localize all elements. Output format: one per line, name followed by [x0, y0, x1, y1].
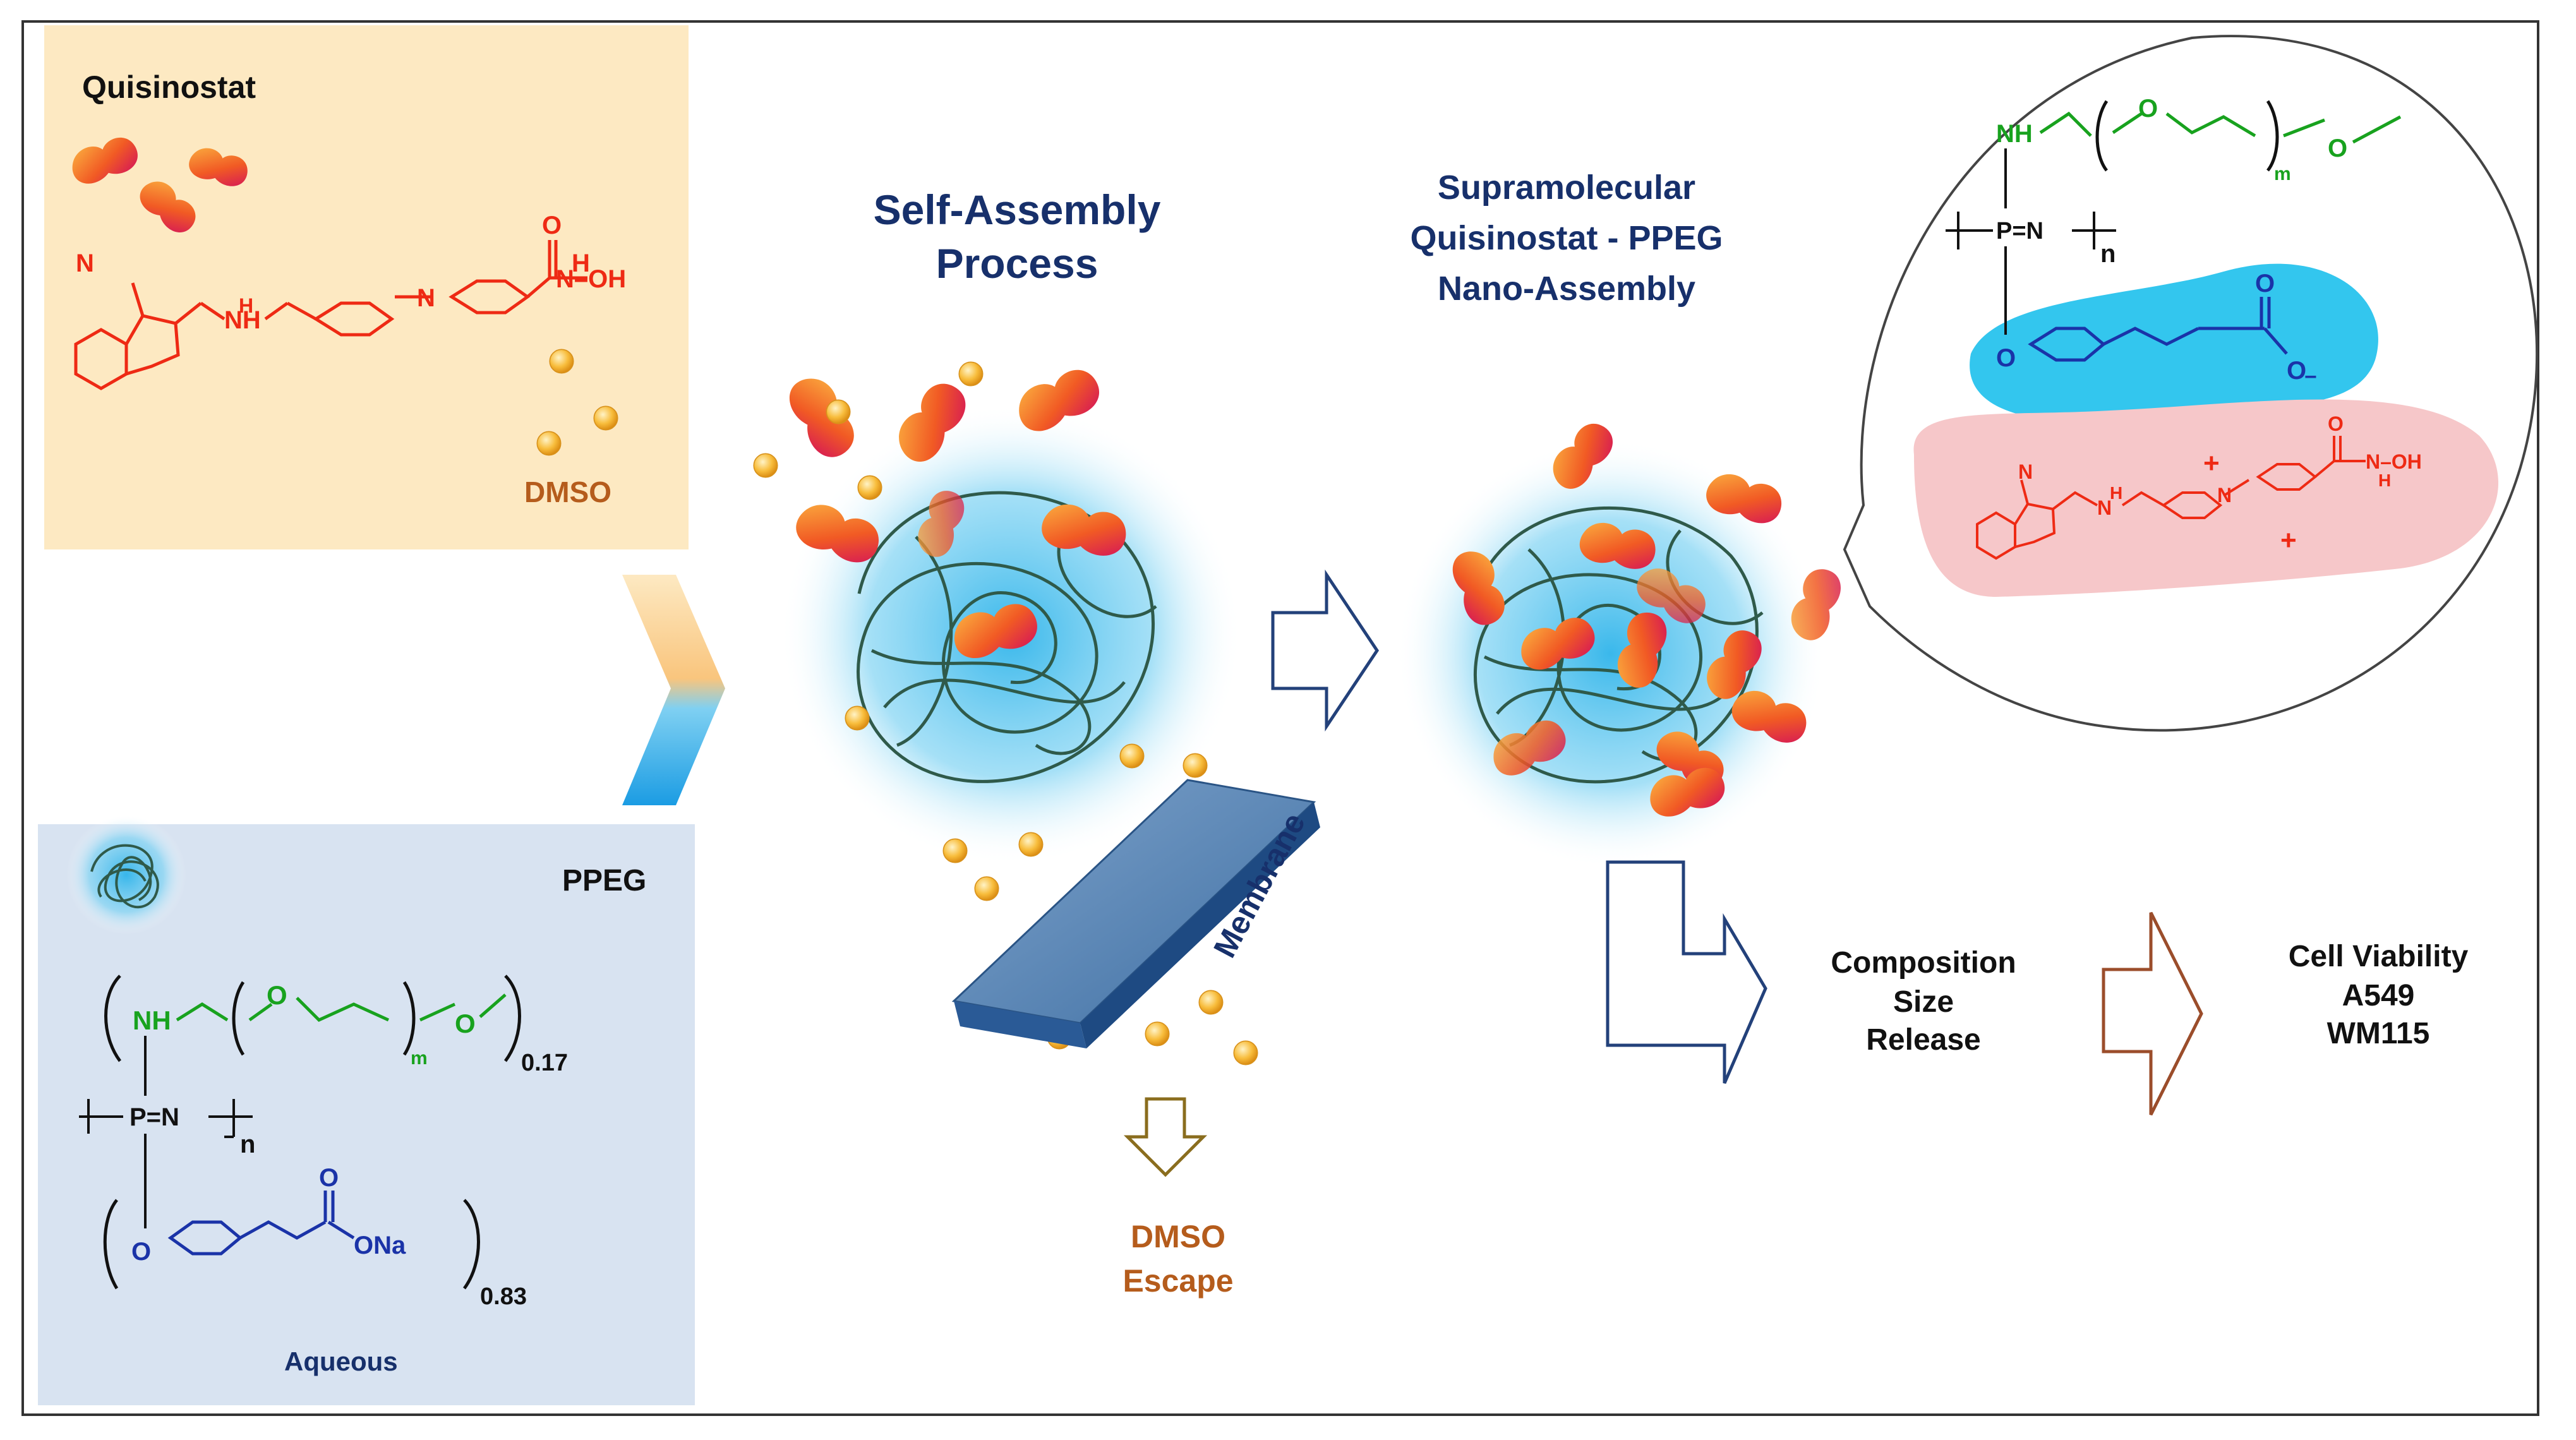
zoom-nh-label: NH [1996, 120, 2033, 148]
zoom-ether-o-label: O [2138, 95, 2158, 123]
quisinostat-panel: Quisinostat N NH H N O N–OH [44, 25, 689, 549]
zoom-amine-n-label: N [2097, 496, 2112, 519]
zoom-carbonyl-o-label: O [2255, 270, 2275, 297]
ppeg-ether-o-label: O [267, 980, 287, 1010]
dmso-escape-line-2: Escape [1122, 1263, 1233, 1299]
quisinostat-panel-bg [44, 25, 689, 549]
characterization-item-3: Release [1866, 1023, 1980, 1057]
quisinostat-region [1913, 399, 2499, 597]
ppeg-coil-glow [66, 815, 186, 935]
product-title-line-2: Quisinostat - PPEG [1410, 219, 1723, 257]
process-title-line-2: Process [936, 240, 1098, 287]
zoom-hydroxamic-h: H [2378, 471, 2391, 490]
product-to-characterization-arrow [1606, 860, 1767, 1084]
hydroxamic-label: N–OH [556, 265, 626, 293]
zoom-aryl-o-label: O [1996, 344, 2016, 372]
zoom-indole-n-label: N [2018, 460, 2033, 483]
zoom-m-label: m [2274, 164, 2291, 184]
zoom-piperidine-n-label: N [2217, 484, 2232, 507]
ppeg-n-subscript: n [240, 1131, 255, 1158]
viability-item-3: WM115 [2327, 1017, 2430, 1050]
merge-chevron-arrow [622, 575, 725, 805]
viability-item-2: A549 [2342, 979, 2415, 1012]
ppeg-nh-label: NH [133, 1005, 171, 1035]
zoom-plus-charge-2: + [2280, 525, 2297, 556]
carboxylate-region [1970, 263, 2378, 421]
figure-frame [21, 20, 2539, 1416]
quisinostat-structure [74, 240, 587, 390]
ppeg-left-paren-1 [104, 975, 122, 1062]
ppeg-aryl-o-label: O [131, 1238, 151, 1266]
dmso-escape-line-1: DMSO [1131, 1219, 1225, 1254]
zoom-plus-charge-1: + [2203, 448, 2220, 479]
characterization-item-1: Composition [1831, 946, 2016, 980]
ppeg-title: PPEG [562, 864, 646, 897]
ppeg-peg-fraction: 0.17 [521, 1050, 568, 1076]
zoom-terminal-o-label: O [2328, 135, 2347, 162]
zoom-amine-h-label: H [2110, 483, 2122, 503]
quisinostat-title: Quisinostat [82, 69, 256, 105]
assembly-to-product-arrow [1271, 569, 1380, 732]
characterization-item-2: Size [1893, 985, 1954, 1019]
ppeg-ona-label: ONa [354, 1232, 406, 1259]
ppeg-solvent-label: Aqueous [284, 1347, 398, 1376]
zoom-carboxylate-o-label: O [2287, 357, 2306, 385]
amine-nh-label: NH [224, 306, 261, 334]
ppeg-coil [90, 844, 159, 909]
zoom-backbone-label: P=N [1996, 218, 2043, 244]
ppeg-acid-fraction: 0.83 [480, 1283, 527, 1310]
dmso-escape-arrow [1123, 1097, 1208, 1177]
zoom-carboxylate-charge: − [2304, 365, 2317, 389]
carbonyl-o-label: O [542, 212, 562, 239]
hydroxamic-h-label: H [572, 249, 590, 277]
viability-item-1: Cell Viability [2289, 940, 2469, 973]
zoom-n-subscript: n [2100, 240, 2116, 268]
amine-h-label: H [239, 294, 253, 317]
molecular-interaction-zoom: NH O m O P=N n O O O − [1843, 35, 2539, 732]
ppeg-terminal-o-label: O [455, 1009, 476, 1038]
characterization-to-viability-arrow [2102, 911, 2203, 1116]
ppeg-panel: PPEG NH O m O 0.17 P=N n O O ONa [38, 815, 695, 1405]
ppeg-m-label: m [411, 1048, 428, 1069]
piperidine-n-label: N [417, 284, 435, 312]
zoom-hydroxamic-label: N–OH [2366, 450, 2422, 473]
ppeg-carbonyl-o-label: O [319, 1164, 339, 1192]
quisinostat-solvent-label: DMSO [524, 476, 611, 508]
product-title-line-1: Supramolecular [1438, 169, 1695, 207]
process-title-line-1: Self-Assembly [874, 186, 1161, 233]
product-title-line-3: Nano-Assembly [1438, 270, 1695, 308]
ppeg-backbone-label: P=N [129, 1103, 179, 1131]
zoom-carbonyl-o-quis: O [2328, 412, 2344, 435]
indole-n-label: N [76, 249, 94, 277]
